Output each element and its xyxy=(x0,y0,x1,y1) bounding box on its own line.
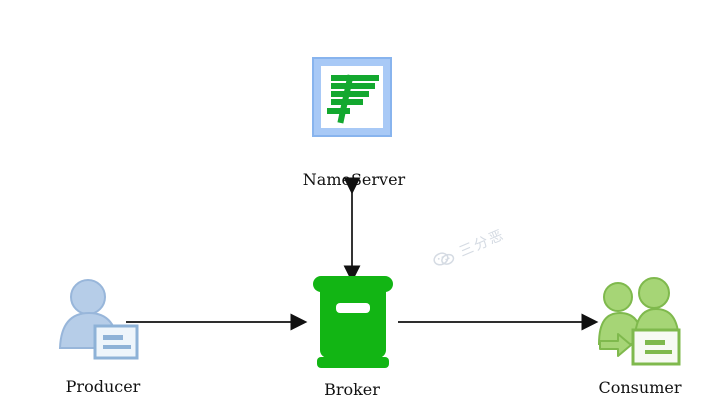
watermark: 三分恶 xyxy=(427,208,530,280)
producer-label: Producer xyxy=(65,377,141,396)
consumer-label: Consumer xyxy=(598,378,682,397)
wechat-watermark-icon xyxy=(433,252,455,266)
producer-user-icon xyxy=(58,279,139,360)
broker-mailbox-icon xyxy=(313,276,393,368)
nameserver-label: NameServer xyxy=(302,170,406,189)
broker-label: Broker xyxy=(324,380,380,399)
nameserver-logo-icon xyxy=(312,57,392,137)
consumer-group-icon xyxy=(597,277,681,366)
